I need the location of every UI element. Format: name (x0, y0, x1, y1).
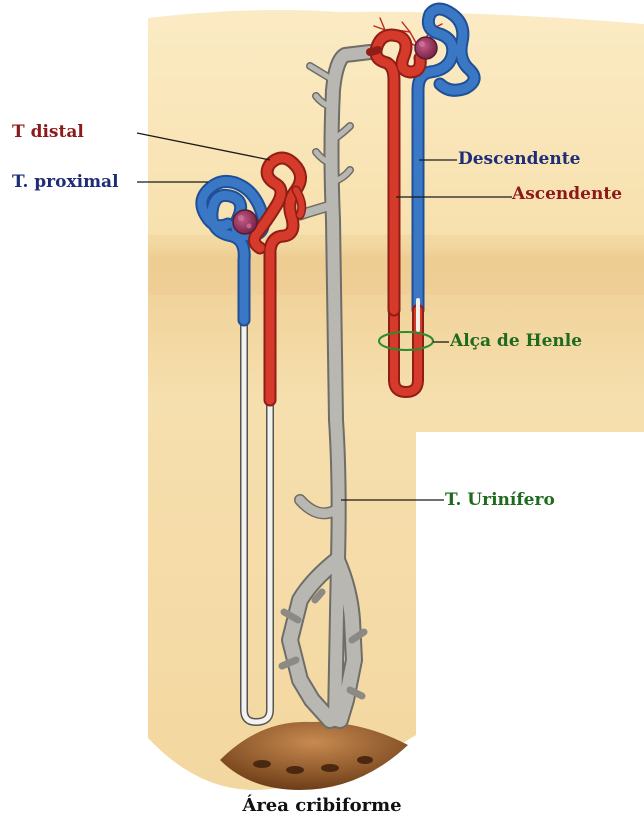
papilla-opening (321, 764, 339, 772)
papilla-opening (286, 766, 304, 774)
label-descendente: Descendente (458, 151, 580, 168)
right-glomerulus (415, 37, 437, 59)
papilla-opening (253, 760, 271, 768)
label-t-urinifero: T. Urinífero (445, 492, 555, 509)
label-t-distal: T distal (12, 124, 84, 141)
label-area-cribiforme: Área cribiforme (0, 797, 644, 815)
label-t-proximal: T. proximal (12, 174, 119, 191)
label-ascendente: Ascendente (512, 186, 622, 203)
papilla-opening (357, 756, 373, 764)
label-alca-de-henle: Alça de Henle (450, 333, 582, 350)
left-glomerulus (233, 210, 257, 234)
